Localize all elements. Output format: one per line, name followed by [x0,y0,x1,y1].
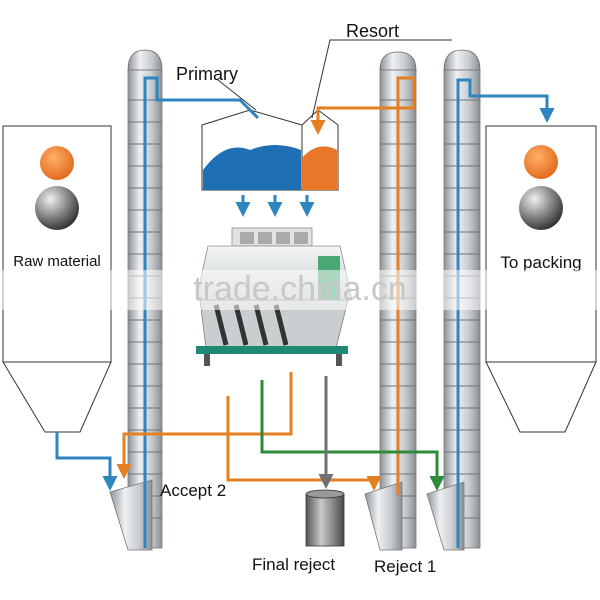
feed-arrows [235,195,315,217]
final-reject-bin [305,489,345,547]
orange-grain-icon [40,146,74,180]
elevator-right-boot [426,481,465,551]
resort-material-fill [302,146,337,190]
watermark-text: trade.china.cn [193,270,407,308]
primary-feed-line [143,76,260,548]
raw-feed-line [55,432,118,491]
to-packing-silo [485,125,597,433]
raw-material-silo [2,125,112,433]
reject-1-line [226,396,382,491]
to-packing-line [456,78,555,548]
primary-leader-line [217,79,257,111]
gray-grain-icon [519,186,563,230]
raw-material-label: Raw material [13,253,101,270]
sorter-hopper [201,109,339,191]
watermark-band [0,270,600,310]
final-reject-label: Final reject [252,555,335,574]
elevator-middle-boot [364,481,403,551]
primary-material-fill [203,145,301,190]
orange-grain-icon [524,145,558,179]
primary-label: Primary [176,64,238,84]
resort-leader-line [311,39,342,119]
accept-line [260,380,445,491]
accept-2-label: Accept 2 [160,481,226,500]
reject-1-label: Reject 1 [374,557,436,576]
to-packing-label: To packing [500,253,581,272]
gray-grain-icon [35,186,79,230]
resort-line [310,76,416,495]
resort-label: Resort [346,21,399,41]
elevator-left-boot [109,479,153,551]
accept-2-line [116,372,293,479]
